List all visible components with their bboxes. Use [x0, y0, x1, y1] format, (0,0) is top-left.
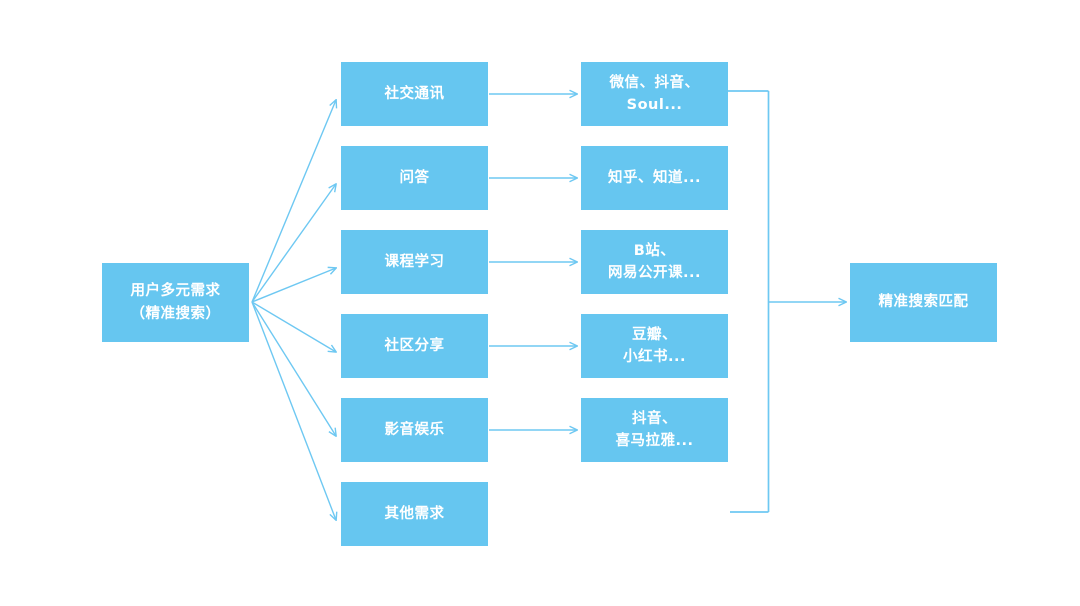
category-to-app-connectors — [489, 94, 577, 430]
edge-root-to-media — [251, 301, 336, 436]
node-line1: B站、 — [633, 242, 676, 259]
node-root-line2: （精准搜索） — [130, 305, 221, 322]
edge-root-to-community — [251, 301, 336, 352]
node-label: 其他需求 — [384, 505, 445, 522]
node-line1: 抖音、 — [632, 410, 677, 427]
node-label: 社交通讯 — [384, 85, 445, 102]
node-line1: 微信、抖音、 — [609, 74, 700, 91]
edge-root-to-course — [251, 268, 336, 303]
node-app-media[interactable]: 抖音、 喜马拉雅... — [581, 398, 728, 462]
node-category-course[interactable]: 课程学习 — [341, 230, 488, 294]
node-final-match[interactable]: 精准搜索匹配 — [850, 263, 997, 342]
node-root[interactable]: 用户多元需求 （精准搜索） — [102, 263, 249, 342]
node-app-qa[interactable]: 知乎、知道... — [581, 146, 728, 210]
merge-bus — [728, 90, 770, 513]
node-label: 问答 — [399, 169, 430, 186]
node-label: 精准搜索匹配 — [878, 294, 969, 311]
fan-connectors — [251, 100, 336, 520]
node-line1: 知乎、知道... — [607, 169, 702, 186]
node-category-community[interactable]: 社区分享 — [341, 314, 488, 378]
node-label: 社区分享 — [384, 337, 445, 354]
edge-root-to-social — [251, 100, 336, 303]
node-root-line1: 用户多元需求 — [130, 283, 221, 300]
node-line2: 网易公开课... — [607, 265, 702, 281]
edge-root-to-other — [251, 301, 336, 520]
node-label: 课程学习 — [384, 253, 445, 270]
edge-root-to-qa — [251, 184, 336, 303]
node-app-community[interactable]: 豆瓣、 小红书... — [581, 314, 728, 378]
node-line1: 豆瓣、 — [632, 326, 677, 343]
node-line2: 小红书... — [622, 349, 687, 365]
node-line2: Soul... — [626, 97, 683, 113]
node-label: 影音娱乐 — [384, 421, 445, 438]
node-line2: 喜马拉雅... — [615, 433, 694, 449]
node-category-social[interactable]: 社交通讯 — [341, 62, 488, 126]
node-app-social[interactable]: 微信、抖音、 Soul... — [581, 62, 728, 126]
node-category-other[interactable]: 其他需求 — [341, 482, 488, 546]
node-app-course[interactable]: B站、 网易公开课... — [581, 230, 728, 294]
node-category-qa[interactable]: 问答 — [341, 146, 488, 210]
node-category-media[interactable]: 影音娱乐 — [341, 398, 488, 462]
